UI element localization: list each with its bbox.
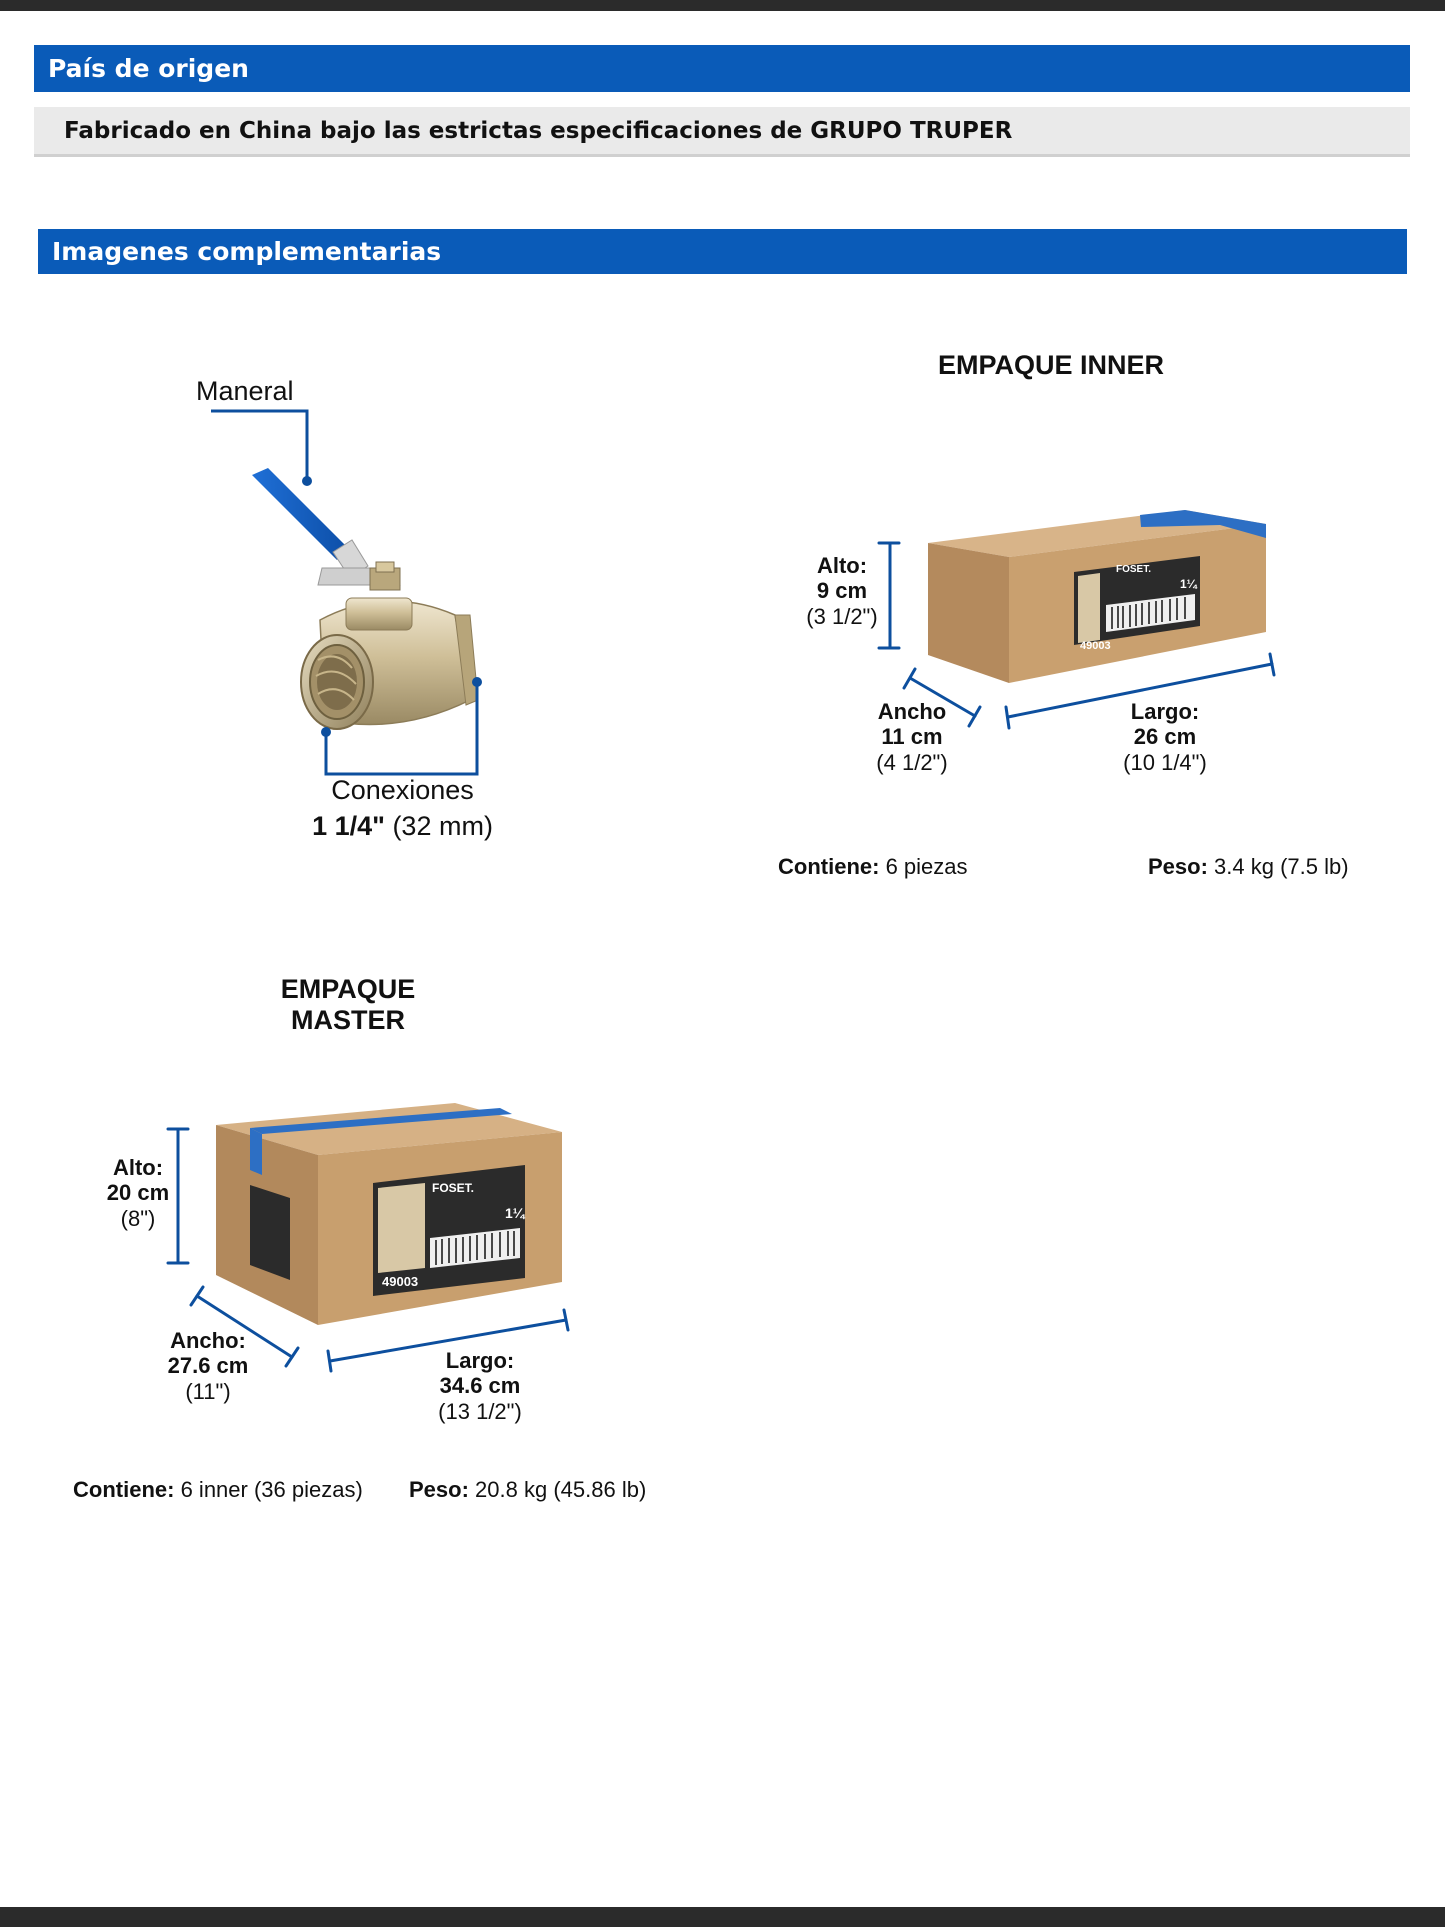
- master-largo-in: (13 1/2"): [438, 1398, 522, 1424]
- inner-largo: Largo: 26 cm (10 1/4"): [1115, 699, 1215, 775]
- inner-alto: Alto: 9 cm (3 1/2"): [800, 553, 884, 629]
- inner-box-image: FOSET. 49003 1¼: [928, 510, 1266, 683]
- master-largo-cm: 34.6 cm: [439, 1373, 521, 1399]
- inner-peso-label: Peso:: [1148, 854, 1208, 879]
- master-peso-label: Peso:: [409, 1477, 469, 1502]
- master-contiene-value: 6 inner (36 piezas): [180, 1477, 363, 1502]
- master-box-size: 1¼: [505, 1205, 526, 1221]
- master-largo-label: Largo:: [445, 1348, 515, 1373]
- valve-callouts: [211, 409, 479, 776]
- inner-box-code: 49003: [1080, 640, 1111, 652]
- inner-ancho-label: Ancho: [877, 699, 947, 724]
- valve-connections-value: 1 1/4" (32 mm): [300, 811, 505, 842]
- master-alto-in: (8"): [120, 1205, 156, 1231]
- bottom-bar: [0, 1907, 1445, 1927]
- master-ancho-cm: 27.6 cm: [167, 1353, 249, 1379]
- inner-alto-in: (3 1/2"): [806, 603, 878, 629]
- master-dimension-lines: [166, 1127, 570, 1373]
- inner-ancho-cm: 11 cm: [881, 724, 943, 750]
- images-header: Imagenes complementarias: [38, 229, 1407, 274]
- inner-peso: Peso: 3.4 kg (7.5 lb): [1148, 854, 1349, 879]
- master-ancho: Ancho: 27.6 cm (11"): [158, 1328, 258, 1404]
- master-alto-cm: 20 cm: [106, 1180, 170, 1206]
- master-alto-label: Alto:: [112, 1155, 164, 1180]
- images-header-text: Imagenes complementarias: [52, 237, 442, 266]
- valve-handle-label: Maneral: [196, 376, 294, 406]
- origin-text: Fabricado en China bajo las estrictas es…: [64, 117, 1013, 144]
- valve-connections-size: 1 1/4": [312, 811, 385, 841]
- master-largo: Largo: 34.6 cm (13 1/2"): [430, 1348, 530, 1424]
- master-contiene: Contiene: 6 inner (36 piezas): [73, 1477, 363, 1502]
- master-peso-value: 20.8 kg (45.86 lb): [475, 1477, 647, 1502]
- master-contiene-label: Contiene:: [73, 1477, 175, 1502]
- inner-box-size: 1¼: [1180, 577, 1198, 591]
- inner-largo-cm: 26 cm: [1133, 724, 1197, 750]
- origin-header: País de origen: [34, 45, 1410, 92]
- inner-ancho-in: (4 1/2"): [876, 749, 948, 775]
- origin-header-text: País de origen: [48, 54, 249, 83]
- inner-alto-cm: 9 cm: [816, 578, 868, 604]
- inner-contiene-label: Contiene:: [778, 854, 880, 879]
- valve-connections-label: Conexiones: [331, 775, 474, 805]
- master-alto: Alto: 20 cm (8"): [98, 1155, 178, 1231]
- inner-ancho: Ancho 11 cm (4 1/2"): [862, 699, 962, 775]
- master-title: EMPAQUE MASTER: [280, 974, 416, 1036]
- inner-alto-label: Alto:: [816, 553, 868, 578]
- inner-contiene-value: 6 piezas: [885, 854, 968, 879]
- master-box-image: FOSET. 49003 1¼: [216, 1103, 562, 1325]
- inner-contiene: Contiene: 6 piezas: [778, 854, 968, 879]
- inner-largo-in: (10 1/4"): [1123, 749, 1207, 775]
- master-ancho-label: Ancho:: [170, 1328, 246, 1353]
- valve-connections-mm: (32 mm): [392, 811, 493, 841]
- master-ancho-in: (11"): [185, 1378, 231, 1404]
- top-bar: [0, 0, 1445, 11]
- inner-box-brand: FOSET.: [1116, 564, 1151, 575]
- inner-peso-value: 3.4 kg (7.5 lb): [1214, 854, 1349, 879]
- master-peso: Peso: 20.8 kg (45.86 lb): [409, 1477, 646, 1502]
- master-box-brand: FOSET.: [432, 1181, 474, 1195]
- inner-largo-label: Largo:: [1130, 699, 1200, 724]
- inner-dimension-lines: [877, 541, 1276, 730]
- origin-text-box: Fabricado en China bajo las estrictas es…: [34, 107, 1410, 157]
- ball-valve-image: [252, 468, 479, 730]
- inner-title: EMPAQUE INNER: [937, 350, 1165, 380]
- master-box-code: 49003: [382, 1274, 418, 1289]
